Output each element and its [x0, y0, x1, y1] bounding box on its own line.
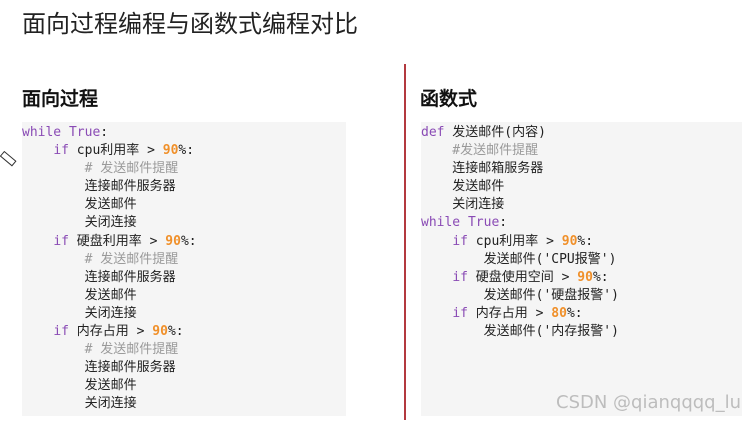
code-token: 硬盘利用率 > — [68, 233, 166, 249]
slide-title: 面向过程编程与函数式编程对比 — [22, 10, 358, 38]
code-line: 关闭连接 — [22, 214, 346, 232]
code-line: if 内存占用 > 90%: — [22, 323, 346, 341]
code-token: 发送邮件 — [22, 378, 137, 394]
code-token: 连接邮件服务器 — [22, 179, 176, 195]
code-line: 关闭连接 — [421, 196, 742, 214]
code-token: 关闭连接 — [22, 305, 137, 321]
code-token: if — [53, 143, 69, 159]
code-token: 90 — [577, 269, 593, 285]
code-token: 发送邮件(内容) — [444, 125, 546, 140]
code-token: %: — [180, 233, 197, 249]
pencil-cursor-icon — [0, 150, 17, 167]
code-line: 发送邮件 — [421, 178, 742, 196]
code-token: 80 — [551, 305, 567, 321]
code-line: 连接邮件服务器 — [22, 359, 346, 377]
code-line: while True: — [22, 124, 346, 142]
code-line: 关闭连接 — [22, 305, 346, 323]
code-line: if 硬盘使用空间 > 90%: — [421, 269, 742, 287]
code-token: while True — [421, 215, 500, 231]
code-token — [22, 234, 53, 249]
code-line: # 发送邮件提醒 — [22, 251, 346, 269]
code-line: #发送邮件提醒 — [421, 142, 742, 160]
code-line: 发送邮件 — [22, 287, 346, 305]
code-token: 连接邮件服务器 — [22, 360, 176, 376]
code-token: # 发送邮件提醒 — [22, 342, 179, 358]
code-token: cpu利用率 > — [467, 233, 562, 249]
code-token: while True — [22, 125, 101, 140]
code-token: def — [421, 125, 445, 140]
code-token: if — [53, 233, 69, 249]
functional-heading: 函数式 — [420, 88, 478, 110]
code-token: : — [499, 215, 508, 231]
code-token — [22, 324, 53, 339]
code-token: 90 — [165, 233, 181, 249]
code-token: %: — [178, 143, 195, 159]
code-line: while True: — [421, 214, 742, 232]
code-token — [421, 306, 452, 321]
code-token: %: — [167, 324, 184, 340]
code-token: 内存占用 > — [68, 324, 153, 340]
code-token: if — [53, 324, 69, 340]
code-line: 连接邮箱服务器 — [421, 160, 742, 178]
code-token: # 发送邮件提醒 — [22, 251, 179, 267]
code-line: if cpu利用率 > 90%: — [421, 233, 742, 251]
code-line: def 发送邮件(内容) — [421, 124, 742, 142]
code-token: 关闭连接 — [421, 197, 505, 213]
code-line: if 硬盘利用率 > 90%: — [22, 233, 346, 251]
column-divider — [404, 64, 406, 420]
code-line: if 内存占用 > 80%: — [421, 305, 742, 323]
procedural-heading: 面向过程 — [22, 88, 99, 110]
code-token: 发送邮件 — [22, 287, 137, 303]
code-token: if — [452, 233, 468, 249]
code-line: 连接邮件服务器 — [22, 178, 346, 196]
code-token: if — [452, 269, 468, 285]
code-token — [22, 143, 53, 158]
code-line: # 发送邮件提醒 — [22, 160, 346, 178]
code-line: 发送邮件('CPU报警') — [421, 251, 742, 269]
code-token: 发送邮件('CPU报警') — [421, 251, 617, 267]
code-token: %: — [592, 269, 609, 285]
code-token: %: — [577, 233, 594, 249]
code-token: 连接邮件服务器 — [22, 269, 176, 285]
procedural-code-block: while True: if cpu利用率 > 90%: # 发送邮件提醒 连接… — [22, 122, 346, 416]
code-token: 发送邮件('内存报警') — [421, 324, 619, 340]
code-line: 发送邮件 — [22, 196, 346, 214]
code-token — [421, 270, 452, 285]
code-token: cpu利用率 > — [68, 143, 163, 159]
code-line: 连接邮件服务器 — [22, 269, 346, 287]
code-token: if — [452, 305, 468, 321]
code-line: 发送邮件('内存报警') — [421, 323, 742, 341]
code-token: 发送邮件 — [421, 179, 505, 195]
code-token: 连接邮箱服务器 — [421, 161, 544, 177]
code-token: %: — [566, 305, 583, 321]
code-token: 内存占用 > — [467, 305, 552, 321]
code-line: 发送邮件 — [22, 377, 346, 395]
code-token: 90 — [162, 143, 179, 159]
code-token: 90 — [152, 324, 168, 340]
code-token: : — [100, 125, 109, 140]
code-token: 发送邮件 — [22, 197, 137, 213]
code-token: 硬盘使用空间 > — [467, 269, 578, 285]
watermark: CSDN @qianqqqq_lu — [556, 392, 742, 413]
code-line: 关闭连接 — [22, 395, 346, 413]
code-line: if cpu利用率 > 90%: — [22, 142, 346, 160]
code-token: 发送邮件('硬盘报警') — [421, 287, 619, 303]
code-token: 关闭连接 — [22, 396, 137, 412]
code-token: 关闭连接 — [22, 215, 137, 231]
code-token: #发送邮件提醒 — [421, 143, 539, 159]
code-token: 90 — [561, 233, 578, 249]
code-line: # 发送邮件提醒 — [22, 341, 346, 359]
code-line: 发送邮件('硬盘报警') — [421, 287, 742, 305]
code-token: # 发送邮件提醒 — [22, 161, 179, 177]
code-token — [421, 234, 452, 249]
